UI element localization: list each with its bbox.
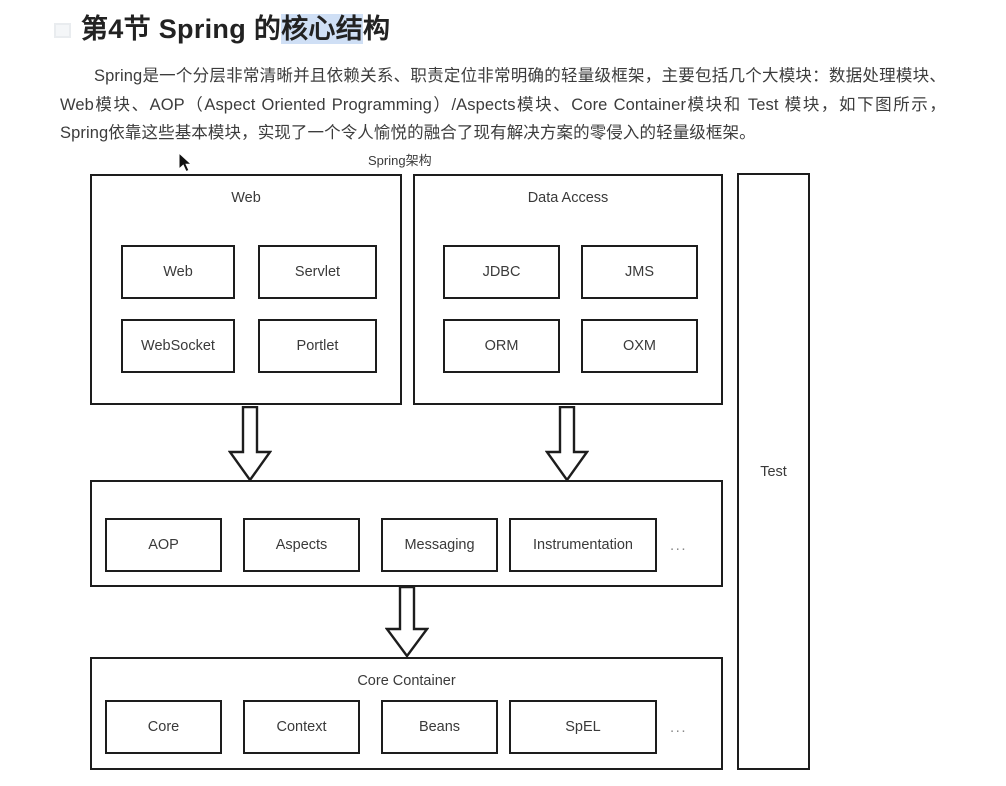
paragraph-text: Spring是一个分层非常清晰并且依赖关系、职责定位非常明确的轻量级框架，主要包… xyxy=(60,67,946,142)
module-jdbc[interactable]: JDBC xyxy=(443,245,560,299)
body-paragraph: Spring是一个分层非常清晰并且依赖关系、职责定位非常明确的轻量级框架，主要包… xyxy=(60,62,946,148)
arrow-down-aop-to-core-container xyxy=(385,586,429,658)
module-instrumentation[interactable]: Instrumentation xyxy=(509,518,657,572)
module-portlet[interactable]: Portlet xyxy=(258,319,377,373)
module-oxm[interactable]: OXM xyxy=(581,319,698,373)
module-orm[interactable]: ORM xyxy=(443,319,560,373)
module-messaging[interactable]: Messaging xyxy=(381,518,498,572)
diagram-caption: Spring架构 xyxy=(368,153,432,168)
group-web-title: Web xyxy=(231,190,261,206)
arrow-down-data-access-to-aop xyxy=(545,406,589,482)
group-test: Test xyxy=(737,173,810,770)
arrow-down-web-to-aop xyxy=(228,406,272,482)
module-jms[interactable]: JMS xyxy=(581,245,698,299)
group-data-access-title: Data Access xyxy=(527,190,609,206)
mouse-cursor-icon xyxy=(178,152,193,173)
page-title-suffix: 构 xyxy=(363,14,391,45)
module-beans[interactable]: Beans xyxy=(381,700,498,754)
core-container-overflow-ellipsis: ... xyxy=(670,719,688,736)
module-websocket[interactable]: WebSocket xyxy=(121,319,235,373)
module-web[interactable]: Web xyxy=(121,245,235,299)
page-heading: 第4节 Spring 的核心结构 xyxy=(0,8,1006,52)
page-title-selected-text: 核心结 xyxy=(281,14,364,45)
module-aspects[interactable]: Aspects xyxy=(243,518,360,572)
module-aop[interactable]: AOP xyxy=(105,518,222,572)
group-core-container-title: Core Container xyxy=(357,673,456,689)
module-context[interactable]: Context xyxy=(243,700,360,754)
group-test-title: Test xyxy=(760,463,787,480)
module-servlet[interactable]: Servlet xyxy=(258,245,377,299)
aop-overflow-ellipsis: ... xyxy=(670,537,688,554)
module-core[interactable]: Core xyxy=(105,700,222,754)
page-title-prefix: 第4节 Spring 的 xyxy=(81,14,282,45)
outline-square-icon[interactable] xyxy=(54,22,71,38)
module-spel[interactable]: SpEL xyxy=(509,700,657,754)
page-title: 第4节 Spring 的核心结构 xyxy=(81,14,391,45)
